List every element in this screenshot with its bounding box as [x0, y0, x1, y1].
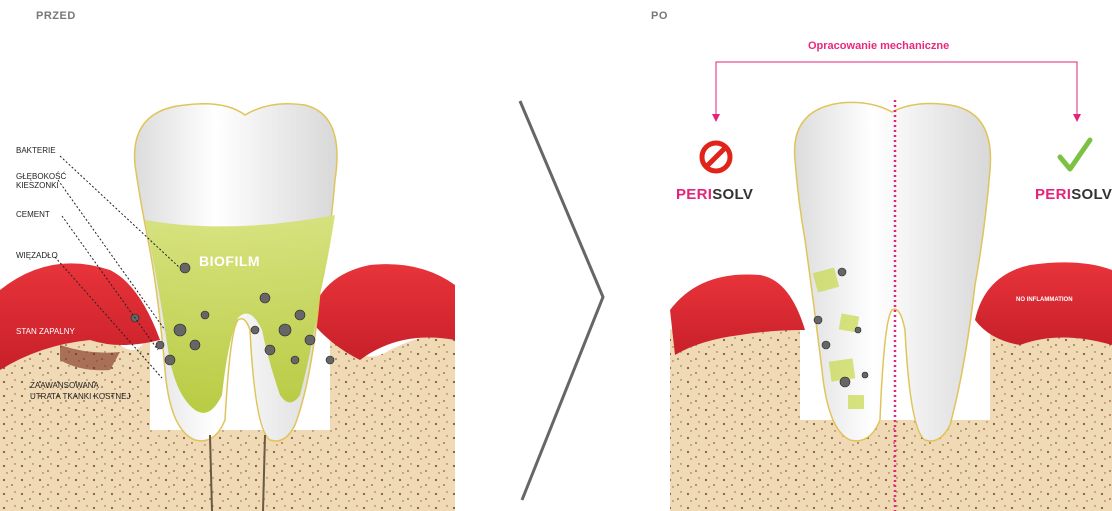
prohibited-icon: [702, 143, 730, 171]
brand-right-prefix: PERI: [1035, 186, 1071, 203]
brand-left-prefix: PERI: [676, 186, 712, 203]
brand-right-suffix: SOLV: [1071, 186, 1112, 203]
before-scene: [0, 104, 455, 511]
bone-loss-label-2: UTRATA TKANKI KOSTNEJ: [30, 392, 130, 401]
checkmark-icon: [1060, 140, 1090, 169]
bone-right: [330, 330, 455, 511]
brand-left: PERISOLV: [676, 186, 753, 203]
bone-under: [150, 430, 330, 511]
mechanical-treatment-label: Opracowanie mechaniczne: [808, 40, 949, 52]
divider-chevron: [520, 101, 603, 500]
ligament-label: WIĘZADŁO: [16, 251, 58, 260]
inflammation-label: STAN ZAPALNY: [16, 327, 75, 336]
after-scene: [670, 62, 1112, 511]
biofilm-label: BIOFILM: [199, 253, 260, 269]
pocket-depth-label-2: KIESZONKI: [16, 181, 59, 190]
gum-right-after: [975, 262, 1112, 345]
cement-label: CEMENT: [16, 210, 50, 219]
brand-right: PERISOLV: [1035, 186, 1112, 203]
no-inflammation-label: NO INFLAMMATION: [1016, 297, 1073, 303]
before-header: PRZED: [36, 10, 76, 22]
arrow-left-head: [712, 114, 720, 122]
pocket-depth-label-1: GŁĘBOKOŚĆ: [16, 172, 66, 181]
bone-loss-label-1: ZAAWANSOWANA: [30, 381, 99, 390]
brand-left-suffix: SOLV: [712, 186, 753, 203]
bacteria-label: BAKTERIE: [16, 146, 56, 155]
bone-right-after: [990, 317, 1112, 511]
arrow-right-head: [1073, 114, 1081, 122]
after-header: PO: [651, 10, 668, 22]
